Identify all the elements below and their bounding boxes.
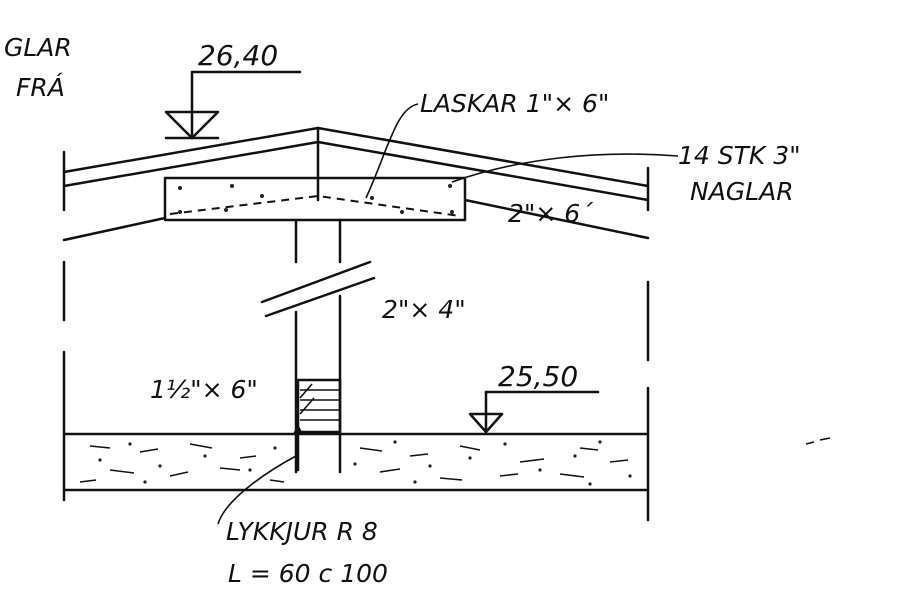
elevation-marker-floor: 25,50 <box>468 360 600 434</box>
label-post-size: 2"× 4" <box>382 295 466 324</box>
label-fra: FRÁ <box>16 73 65 102</box>
leader-nails <box>451 153 679 183</box>
anchor-bar <box>293 424 303 472</box>
label-anchor-spacing: L = 60 c 100 <box>228 559 388 588</box>
stray-mark <box>805 441 815 445</box>
wall-lines <box>62 150 650 522</box>
splice-plate <box>163 176 467 222</box>
roof-rafters <box>62 126 650 242</box>
label-rafter-size: 2"× 6´ <box>508 199 594 228</box>
elevation-top-value: 26,40 <box>198 39 278 72</box>
label-nails: NAGLAR <box>690 177 794 206</box>
label-anchor-bar: LYKKJUR R 8 <box>226 517 378 546</box>
ledger-block <box>296 378 342 434</box>
label-glar: GLAR <box>4 33 72 62</box>
elevation-floor-value: 25,50 <box>498 360 578 393</box>
leader-anchor <box>217 455 297 525</box>
elevation-marker-top: 26,40 <box>164 39 302 140</box>
leader-laskar <box>365 103 419 199</box>
label-nails-count: 14 STK 3" <box>678 141 801 170</box>
label-ledger-size: 1½"× 6" <box>150 375 258 404</box>
concrete-slab <box>62 432 648 492</box>
label-laskar: LASKAR 1"× 6" <box>420 89 609 118</box>
stray-mark <box>819 437 831 441</box>
